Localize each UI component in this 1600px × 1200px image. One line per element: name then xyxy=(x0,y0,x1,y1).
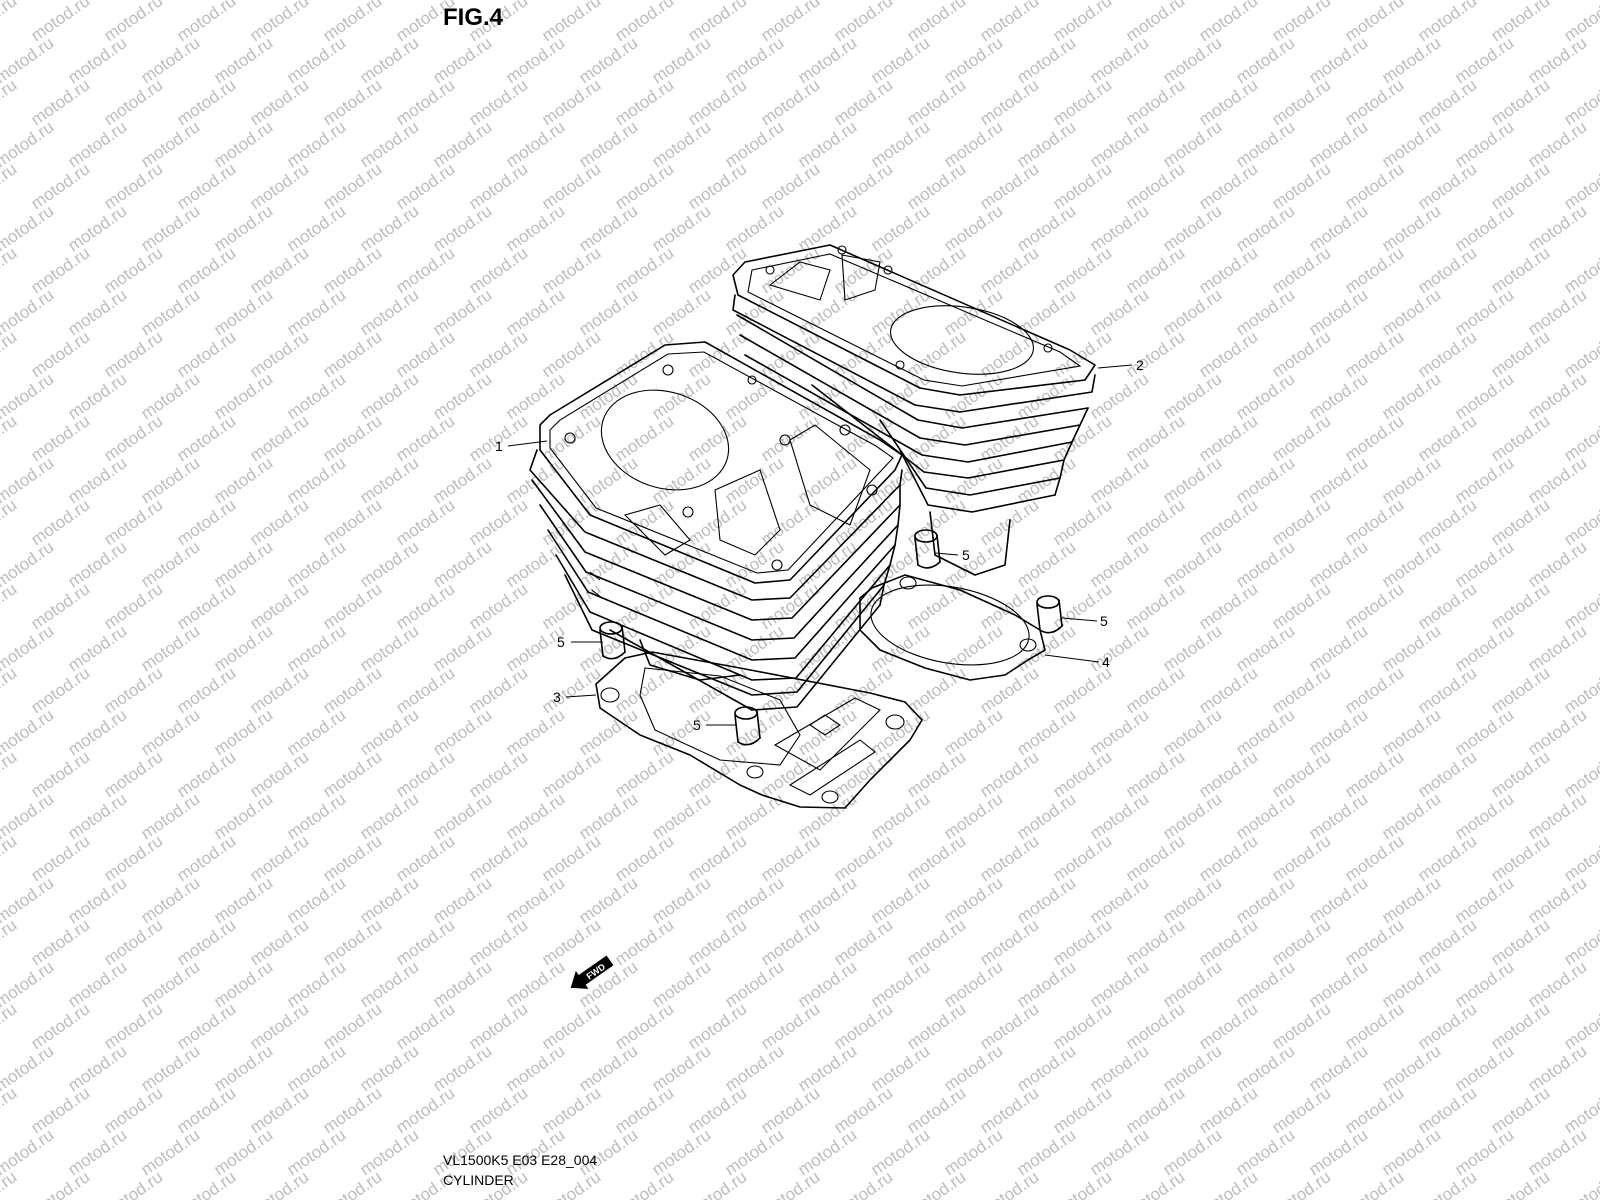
callout-5-c[interactable]: 5 xyxy=(557,634,565,650)
callout-5-b[interactable]: 5 xyxy=(1100,613,1108,629)
front-cylinder[interactable] xyxy=(529,341,903,711)
rear-base-gasket[interactable] xyxy=(859,574,1046,681)
front-base-gasket[interactable] xyxy=(595,651,923,809)
dowel-pin-b[interactable] xyxy=(1036,595,1063,634)
dowel-pin-a[interactable] xyxy=(914,529,941,569)
figure-title: FIG.4 xyxy=(443,4,504,31)
leader-lines xyxy=(507,364,1133,726)
callout-2[interactable]: 2 xyxy=(1136,357,1144,373)
dowel-pin-d[interactable] xyxy=(734,706,761,746)
model-code: VL1500K5 E03 E28_004 xyxy=(443,1152,598,1168)
callout-1[interactable]: 1 xyxy=(495,438,503,454)
dowel-pin-c[interactable] xyxy=(599,621,626,660)
rear-cylinder[interactable] xyxy=(732,244,1096,576)
part-group-name: CYLINDER xyxy=(443,1172,514,1188)
callout-5-a[interactable]: 5 xyxy=(962,547,970,563)
callout-4[interactable]: 4 xyxy=(1102,654,1110,670)
callout-5-d[interactable]: 5 xyxy=(693,717,701,733)
callout-3[interactable]: 3 xyxy=(553,689,561,705)
fwd-arrow-icon: FWD xyxy=(570,955,614,989)
